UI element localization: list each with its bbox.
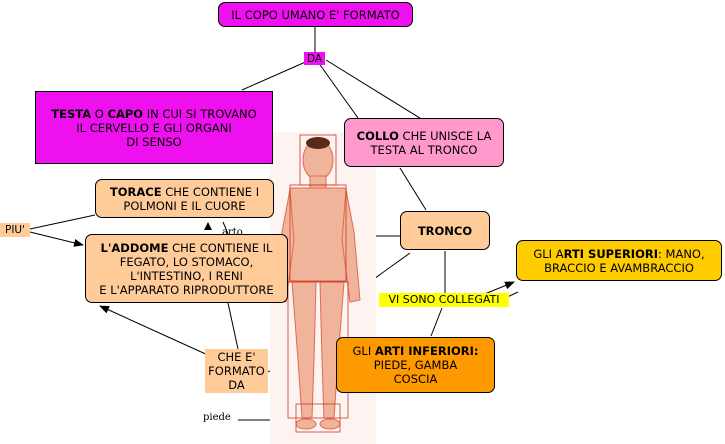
concept-torace[interactable]: TORACE CHE CONTIENE I POLMONI E IL CUORE <box>95 179 274 218</box>
concept-da[interactable]: DA <box>304 52 325 65</box>
link-da-collo <box>317 61 359 119</box>
link-piu-torace <box>29 214 96 230</box>
caption-piede: piede <box>203 412 231 423</box>
face-detail <box>306 137 330 149</box>
arrowhead-torace <box>204 222 212 230</box>
concept-collo[interactable]: COLLO CHE UNISCE LA TESTA AL TRONCO <box>344 118 504 167</box>
caption-arto: arto <box>222 227 243 238</box>
link-collo-tronco <box>399 167 427 211</box>
concept-addome[interactable]: L'ADDOME CHE CONTIENE IL FEGATO, LO STOM… <box>85 234 288 303</box>
concept-testa[interactable]: TESTA O CAPO IN CUI SI TROVANO IL CERVEL… <box>35 91 273 164</box>
concept-piu[interactable]: PIU' <box>0 223 30 237</box>
concept-arti-superiori[interactable]: GLI ARTI SUPERIORI: MANO, BRACCIO E AVAM… <box>516 240 722 281</box>
link-vi-inf <box>430 307 443 337</box>
concept-che-formato-da[interactable]: CHE E' FORMATO DA <box>205 349 268 393</box>
concept-vi-sono-collegati[interactable]: VI SONO COLLEGATI <box>379 293 509 307</box>
concept-root[interactable]: IL COPO UMANO E' FORMATO <box>218 2 413 27</box>
link-che-addome <box>227 302 239 350</box>
concept-arti-inferiori[interactable]: GLI ARTI INFERIORI: PIEDE, GAMBA COSCIA <box>336 337 495 393</box>
link-da-testa <box>241 59 311 91</box>
link-arto-torace <box>222 221 230 237</box>
concept-tronco[interactable]: TRONCO <box>400 211 490 250</box>
link-piu-addome <box>29 231 84 247</box>
body-silhouette <box>275 139 361 430</box>
link-che-arrow <box>99 305 211 357</box>
